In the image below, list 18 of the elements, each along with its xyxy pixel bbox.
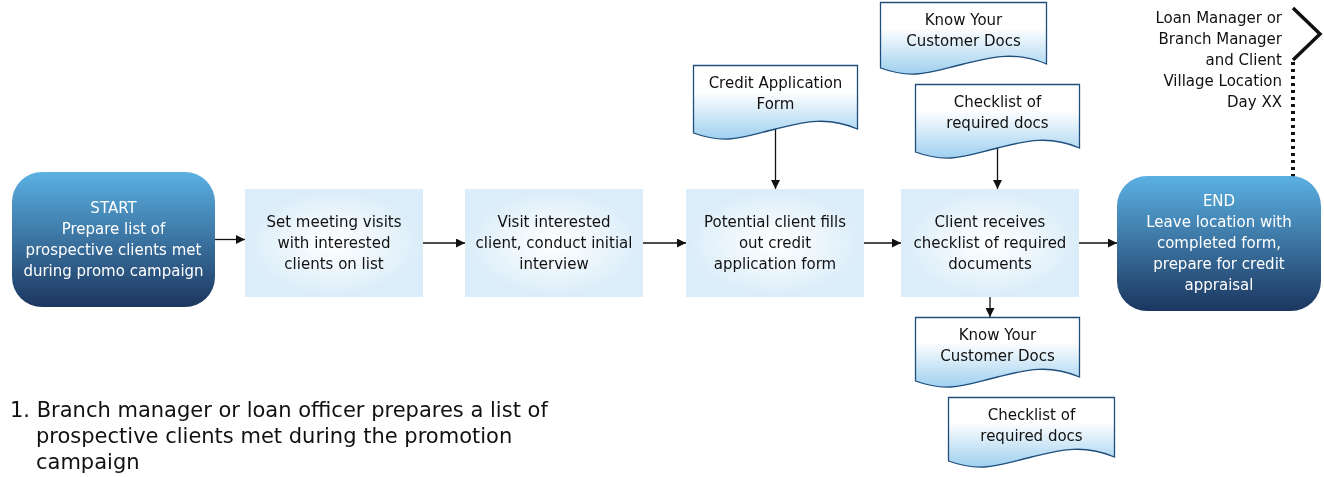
arrow: [863, 238, 902, 248]
arrow: [422, 238, 466, 248]
role-note: Village Location Day XX: [1162, 71, 1282, 113]
terminal-box: END Leave location with completed form, prepare for credit appraisal: [1117, 176, 1321, 311]
step-note: 1. Branch manager or loan officer prepares a list of prospective clients met during the promotion campaign: [10, 397, 550, 475]
process-box: Visit interested client, conduct initial interview: [465, 189, 643, 297]
chevron-shape: [1290, 6, 1324, 62]
arrow: [985, 296, 995, 318]
arrow: [1078, 238, 1118, 248]
arrow: [993, 147, 1002, 190]
terminal-box: START Prepare list of prospective clients met during promo campaign: [12, 172, 215, 307]
role-note: Loan Manager or Branch Manager and Client: [1154, 8, 1282, 71]
arrow: [642, 238, 687, 248]
process-box: Set meeting visits with interested clients on list: [245, 189, 423, 297]
process-box: Client receives checklist of required documents: [901, 189, 1079, 297]
process-box: Potential client fills out credit application form: [686, 189, 864, 297]
arrow: [214, 235, 246, 244]
arrow: [771, 128, 780, 190]
